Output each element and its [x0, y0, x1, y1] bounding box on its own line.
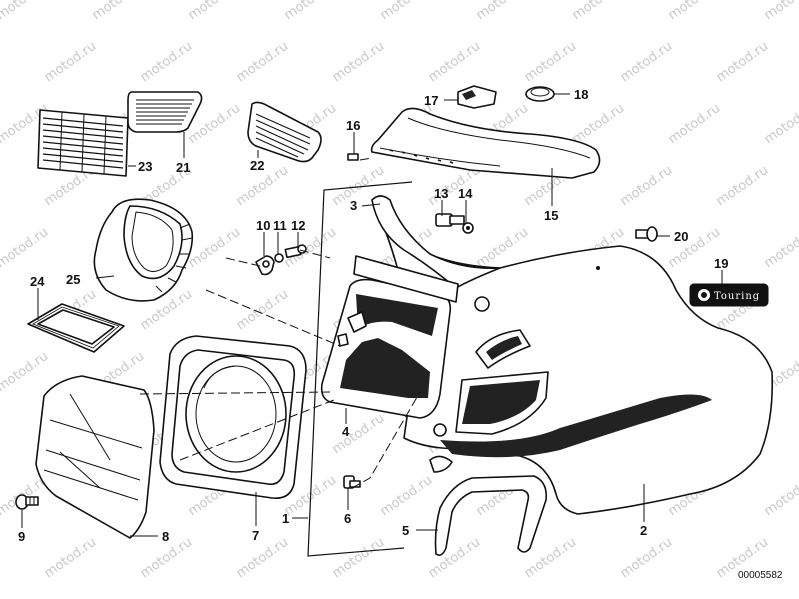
watermark-text: motod.ru: [570, 0, 627, 23]
part-22-side-grille: [247, 101, 322, 163]
watermark-text: motod.ru: [234, 535, 291, 581]
watermark-text: motod.ru: [0, 225, 51, 271]
callout-21: 21: [176, 160, 190, 175]
watermark-text: motod.ru: [762, 101, 799, 147]
callout-18: 18: [574, 87, 588, 102]
watermark-text: motod.ru: [426, 535, 483, 581]
part-17-clip: [457, 85, 497, 109]
part-24-gasket: [27, 303, 125, 353]
part-15-top-trim: [370, 107, 601, 179]
part-7-headlight-frame: [159, 335, 307, 500]
watermark-text: motod.ru: [42, 39, 99, 85]
leader-lines: [21, 93, 723, 537]
callout-9: 9: [18, 529, 25, 544]
watermark-text: motod.ru: [186, 0, 243, 23]
callout-14: 14: [458, 186, 473, 201]
watermark-text: motod.ru: [282, 0, 339, 23]
callout-15: 15: [544, 208, 558, 223]
parts-10-11-12-fasteners: [255, 244, 307, 276]
part-8-windscreen: [35, 375, 155, 539]
watermark-text: motod.ru: [0, 411, 3, 457]
watermark-text: motod.ru: [666, 101, 723, 147]
callout-1: 1: [282, 511, 289, 526]
part-4-mount-clips: [337, 311, 367, 347]
part-18-cap: [525, 86, 555, 102]
badge-label: Touring: [714, 291, 760, 302]
callout-22: 22: [250, 158, 264, 173]
callout-11: 11: [273, 218, 287, 233]
part-21-grille-insert: [127, 91, 203, 133]
callout-23: 23: [138, 159, 152, 174]
callout-4: 4: [342, 424, 350, 439]
part-6-screw: [343, 475, 361, 489]
watermark-text: motod.ru: [0, 349, 51, 395]
parts-13-14-bolt-nut: [435, 213, 474, 234]
callout-16: 16: [346, 118, 360, 133]
watermark-text: motod.ru: [234, 39, 291, 85]
watermark-text: motod.ru: [618, 535, 675, 581]
part-16-screw: [347, 153, 359, 161]
watermark-text: motod.ru: [42, 535, 99, 581]
part-5-trim-ring: [434, 475, 548, 556]
catalog-code: 00005582: [738, 570, 783, 581]
callout-20: 20: [674, 229, 688, 244]
watermark-text: motod.ru: [714, 39, 771, 85]
watermark-text: motod.ru: [186, 225, 243, 271]
callout-25: 25: [66, 272, 80, 287]
watermark-text: motod.ru: [330, 535, 387, 581]
watermark-text: motod.ru: [330, 411, 387, 457]
watermark-text: motod.ru: [474, 0, 531, 23]
assembly-bracket: [307, 181, 413, 557]
callout-19: 19: [714, 256, 728, 271]
watermark-text: motod.ru: [762, 473, 799, 519]
callout-12: 12: [291, 218, 305, 233]
callout-6: 6: [344, 511, 351, 526]
watermark-text: motod.ru: [0, 39, 3, 85]
part-23-grille-panel: [37, 109, 129, 177]
watermark-text: motod.ru: [0, 287, 3, 333]
watermark-text: motod.ru: [762, 225, 799, 271]
callouts: 1 2 3 4 5 6 7 8 9 10 11 12 13 14 15 16 1…: [18, 87, 728, 544]
watermark-text: motod.ru: [618, 163, 675, 209]
watermark-text: motod.ru: [666, 0, 723, 23]
watermark-text: motod.ru: [138, 39, 195, 85]
part-19-touring-badge: Touring: [689, 283, 769, 307]
callout-5: 5: [402, 523, 409, 538]
part-9-screw: [15, 494, 39, 510]
callout-8: 8: [162, 529, 169, 544]
callout-13: 13: [434, 186, 448, 201]
watermark-text: motod.ru: [522, 39, 579, 85]
callout-7: 7: [252, 528, 259, 543]
watermark-text: motod.ru: [330, 39, 387, 85]
part-2-fairing-body: [320, 195, 774, 515]
callout-17: 17: [424, 93, 438, 108]
watermark-text: motod.ru: [714, 163, 771, 209]
watermark-text: motod.ru: [570, 101, 627, 147]
watermark-text: motod.ru: [618, 39, 675, 85]
watermark-text: motod.ru: [0, 163, 3, 209]
watermark-text: motod.ru: [234, 287, 291, 333]
watermark-text: motod.ru: [0, 535, 3, 581]
callout-10: 10: [256, 218, 270, 233]
part-25-rubber-boot: [93, 198, 194, 302]
watermark-text: motod.ru: [426, 39, 483, 85]
callout-3: 3: [350, 198, 357, 213]
callout-2: 2: [640, 523, 647, 538]
watermark-text: motod.ru: [0, 0, 51, 23]
callout-24: 24: [30, 274, 45, 289]
watermark-text: motod.ru: [378, 473, 435, 519]
watermark-text: motod.ru: [378, 0, 435, 23]
watermark-text: motod.ru: [762, 0, 799, 23]
part-20-screw: [635, 226, 658, 242]
watermark-text: motod.ru: [90, 0, 147, 23]
